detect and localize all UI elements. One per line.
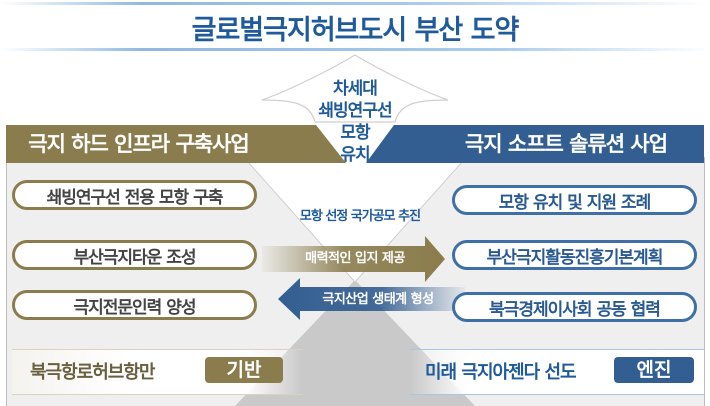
goal-line: 유치 (340, 145, 370, 165)
initiative-label: 모항 선정 국가공모 추진 (299, 209, 421, 224)
arrow-right-shape (262, 236, 445, 282)
right-header-label: 극지 소프트 솔류션 사업 (464, 132, 668, 156)
left-footer-badge: 기반 (205, 357, 283, 383)
right-header: 극지 소프트 솔류션 사업 (400, 125, 704, 163)
central-shapes (214, 54, 496, 406)
right-footer-text: 미래 극지아젠다 선도 (425, 362, 577, 383)
right-item: 모항 유치 및 지원 조례 (452, 185, 697, 215)
right-item: 부산극지활동진흥기본계획 (452, 240, 697, 270)
arrow-left-shape (278, 278, 465, 320)
goal-line: 쇄빙연구선 (318, 101, 392, 121)
arrow-left-label: 극지산업 생태계 형성 (322, 292, 434, 307)
right-item: 북극경제이사회 공동 협력 (452, 292, 697, 322)
goal-line: 차세대 (333, 79, 378, 99)
right-header-tip (366, 125, 402, 163)
goal-line: 모항 (340, 123, 370, 143)
center-goal: 차세대 쇄빙연구선 모항 유치 (300, 78, 410, 166)
diagram-title: 글로벌극지허브도시 부산 도약 (191, 15, 520, 46)
arrow-right-label: 매력적인 입지 제공 (305, 251, 405, 266)
left-footer-text: 북극항로허브항만 (30, 362, 155, 383)
title-divider-top (0, 2, 710, 5)
left-item: 쇄빙연구선 전용 모항 구축 (12, 180, 257, 210)
left-item: 극지전문인력 양성 (12, 290, 257, 320)
title-bar (0, 0, 710, 52)
left-header: 극지 하드 인프라 구축사업 (6, 125, 311, 163)
title-divider-bottom (0, 48, 710, 51)
left-header-label: 극지 하드 인프라 구축사업 (28, 132, 249, 156)
left-header-tip (310, 125, 346, 163)
funnel-shape (215, 125, 495, 282)
up-arrow-head (261, 54, 449, 123)
left-item: 부산극지타운 조성 (12, 240, 257, 270)
right-footer-badge: 엔진 (614, 357, 694, 383)
